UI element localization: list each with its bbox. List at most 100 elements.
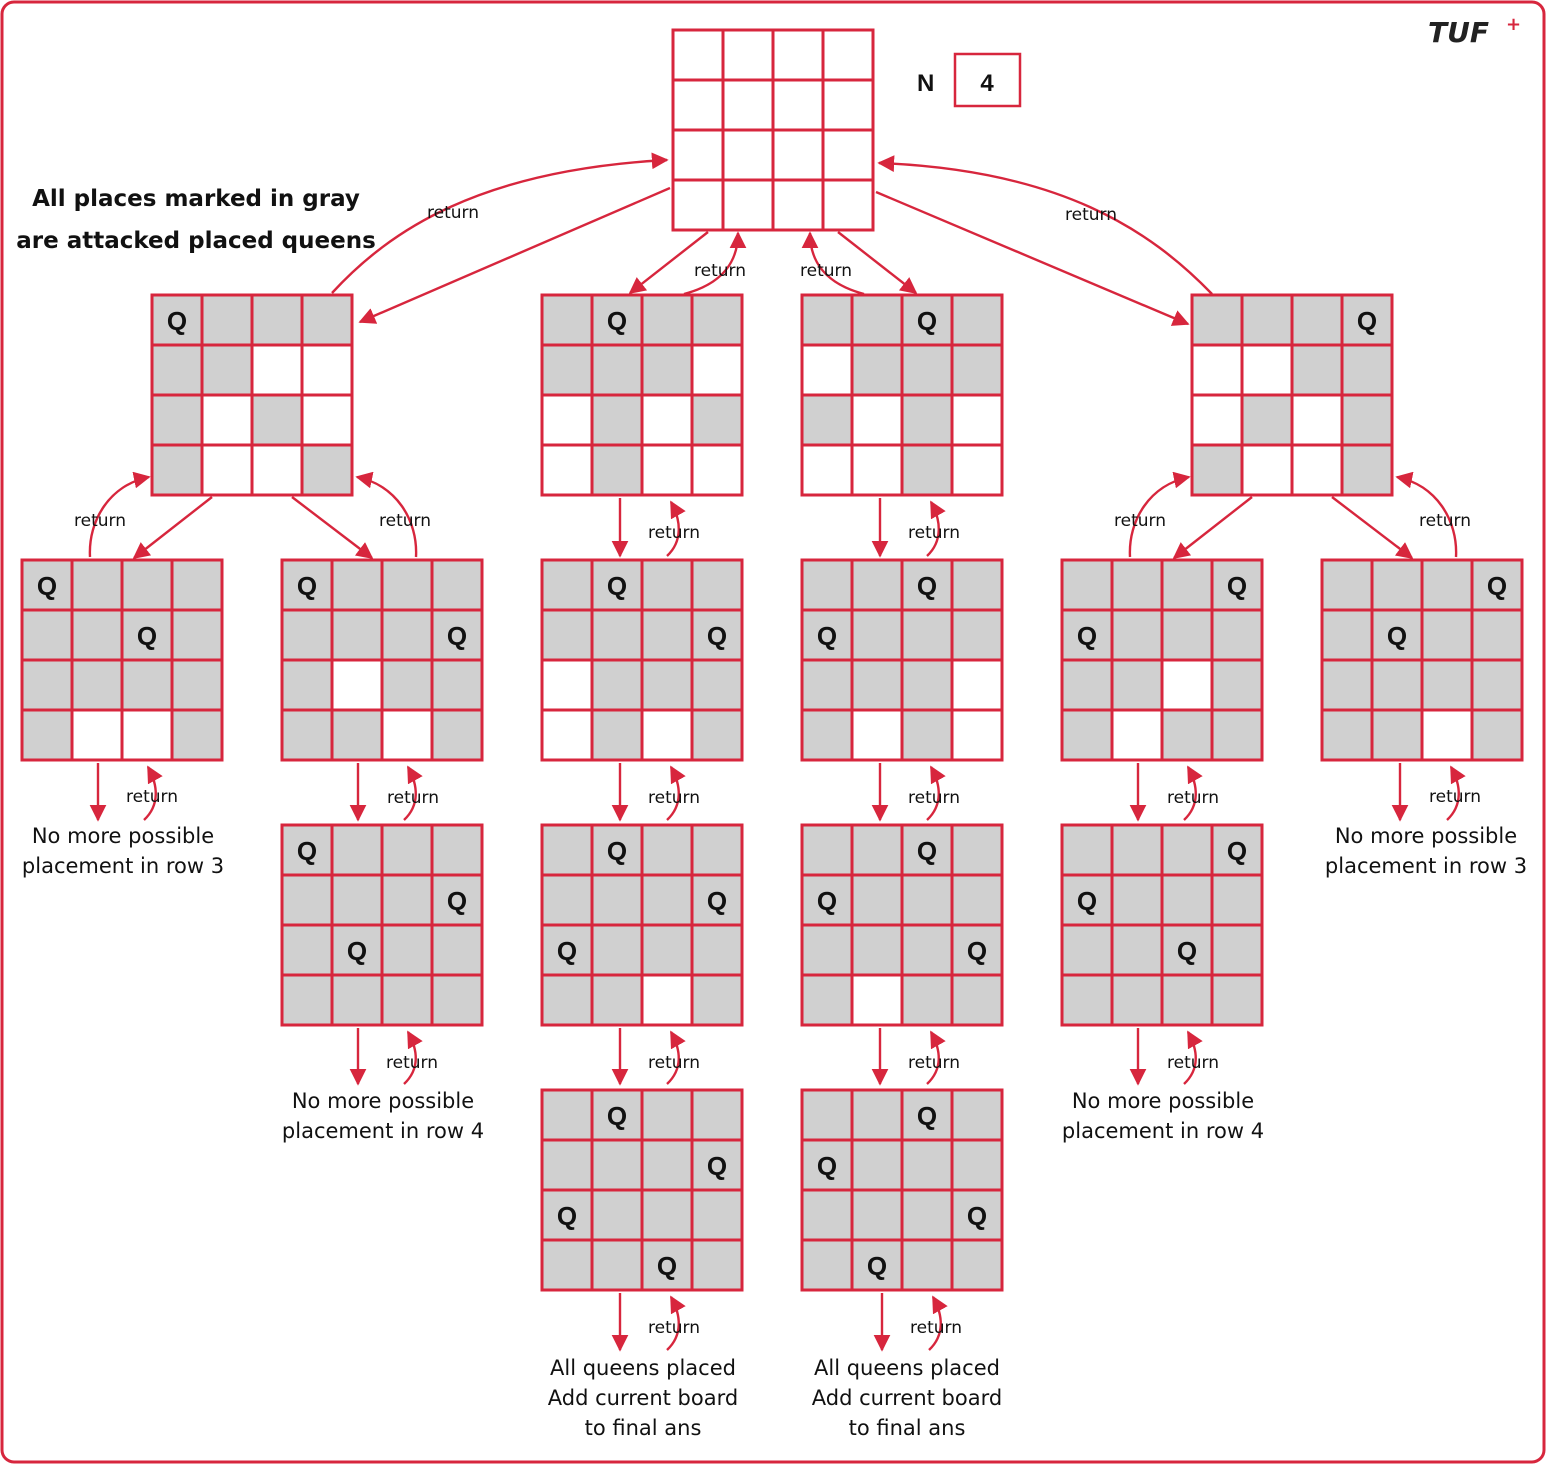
free-cell — [850, 708, 904, 762]
attacked-cell — [690, 293, 744, 347]
attacked-cell — [1110, 558, 1164, 612]
attacked-cell — [800, 558, 854, 612]
attacked-cell — [280, 608, 334, 662]
return-arrow — [928, 1295, 948, 1351]
queen-marker: Q — [917, 306, 937, 336]
queen-marker: Q — [347, 936, 367, 966]
return-arrow — [88, 471, 151, 558]
attacked-cell — [590, 658, 644, 712]
free-cell — [671, 178, 725, 232]
queen-cell — [950, 1188, 1004, 1242]
attacked-cell — [950, 1238, 1004, 1292]
caption-line: placement in row 3 — [1325, 854, 1527, 878]
attacked-cell — [800, 923, 854, 977]
attacked-cell — [1110, 608, 1164, 662]
call-arrow — [358, 186, 671, 324]
return-arrow — [403, 765, 423, 821]
free-cell — [330, 658, 384, 712]
attacked-cell — [640, 873, 694, 927]
free-cell — [671, 28, 725, 82]
attacked-cell — [1210, 608, 1264, 662]
tree-edges — [88, 152, 1466, 1352]
caption-line: No more possible — [1072, 1089, 1254, 1113]
return-label: return — [1167, 788, 1219, 808]
attacked-cell — [430, 558, 484, 612]
caption-line: Add current board — [812, 1386, 1002, 1410]
return-label: return — [908, 523, 960, 543]
attacked-cell — [20, 658, 74, 712]
queen-marker: Q — [1177, 936, 1197, 966]
attacked-cell — [640, 1138, 694, 1192]
return-label: return — [74, 511, 126, 531]
return-label: return — [379, 511, 431, 531]
attacked-cell — [330, 608, 384, 662]
queen-cell — [800, 1138, 854, 1192]
caption-line: to final ans — [849, 1416, 966, 1440]
attacked-cell — [690, 393, 744, 447]
attacked-cell — [1160, 708, 1214, 762]
attacked-cell — [170, 658, 224, 712]
attacked-cell — [1060, 658, 1114, 712]
free-cell — [950, 708, 1004, 762]
attacked-cell — [70, 658, 124, 712]
attacked-cell — [1420, 658, 1474, 712]
call-arrow — [875, 190, 1190, 326]
queen-cell — [850, 1238, 904, 1292]
free-cell — [690, 343, 744, 397]
attacked-cell — [590, 973, 644, 1027]
attacked-cell — [1190, 443, 1244, 497]
return-label: return — [386, 1053, 438, 1073]
return-arrow — [331, 152, 669, 294]
board-b311: QQQ — [800, 823, 1004, 1027]
attacked-cell — [1470, 708, 1524, 762]
attacked-cell — [280, 873, 334, 927]
queen-marker: Q — [1077, 886, 1097, 916]
attacked-cell — [850, 343, 904, 397]
attacked-cell — [1110, 973, 1164, 1027]
free-cell — [540, 708, 594, 762]
attacked-cell — [300, 293, 354, 347]
attacked-cell — [850, 1088, 904, 1142]
attacked-cell — [800, 1188, 854, 1242]
attacked-cell — [430, 658, 484, 712]
board-b31: QQ — [800, 558, 1004, 762]
free-cell — [721, 78, 775, 132]
free-cell — [771, 178, 825, 232]
attacked-cell — [950, 608, 1004, 662]
attacked-cell — [850, 1138, 904, 1192]
free-cell — [771, 28, 825, 82]
free-cell — [1240, 443, 1294, 497]
attacked-cell — [850, 558, 904, 612]
attacked-cell — [20, 708, 74, 762]
free-cell — [640, 393, 694, 447]
queen-cell — [900, 1088, 954, 1142]
attacked-cell — [640, 1088, 694, 1142]
return-arrow — [355, 471, 418, 558]
return-label: return — [1167, 1053, 1219, 1073]
cap-b42: No more possible placement in row 3 — [1325, 824, 1527, 878]
attacked-cell — [950, 293, 1004, 347]
attacked-cell — [540, 1138, 594, 1192]
caption-line: No more possible — [1335, 824, 1517, 848]
attacked-cell — [950, 558, 1004, 612]
attacked-cell — [1110, 658, 1164, 712]
attacked-cell — [640, 608, 694, 662]
tuf-logo: TUF + — [1428, 14, 1521, 49]
attacked-cell — [250, 293, 304, 347]
return-label: return — [800, 261, 852, 281]
attacked-cell — [800, 658, 854, 712]
board-b41: QQ — [1060, 558, 1264, 762]
queen-marker: Q — [967, 936, 987, 966]
attacked-cell — [280, 973, 334, 1027]
note-line-1: All places marked in gray — [32, 186, 360, 212]
free-cell — [690, 443, 744, 497]
free-cell — [850, 443, 904, 497]
call-arrow — [291, 496, 374, 560]
queen-marker: Q — [1227, 571, 1247, 601]
queen-marker: Q — [817, 886, 837, 916]
call-arrow — [628, 231, 709, 295]
call-arrow — [1331, 496, 1414, 560]
attacked-cell — [900, 608, 954, 662]
queen-cell — [1160, 923, 1214, 977]
